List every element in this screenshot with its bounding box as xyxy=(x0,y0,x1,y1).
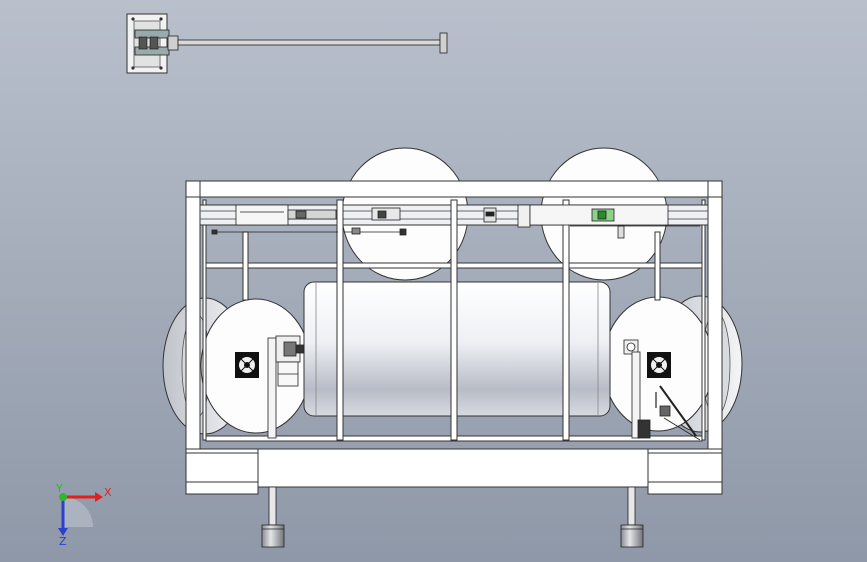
triad-x-label: X xyxy=(104,486,112,499)
right-fan-icon xyxy=(647,352,671,378)
coordinate-triad-icon: X Y Z xyxy=(55,482,112,548)
rail-actuator-left[interactable] xyxy=(211,204,338,235)
left-fan-icon xyxy=(235,352,259,378)
right-drive-motor[interactable] xyxy=(623,339,701,441)
rail-actuator-right[interactable] xyxy=(529,204,700,239)
left-drive-motor[interactable] xyxy=(267,335,305,439)
right-foot[interactable] xyxy=(620,486,644,548)
rod-assembly-part[interactable] xyxy=(126,13,448,74)
left-foot[interactable] xyxy=(261,486,285,548)
main-frame[interactable] xyxy=(185,180,723,495)
triad-y-label: Y xyxy=(55,482,63,495)
triad-z-label: Z xyxy=(59,535,67,548)
